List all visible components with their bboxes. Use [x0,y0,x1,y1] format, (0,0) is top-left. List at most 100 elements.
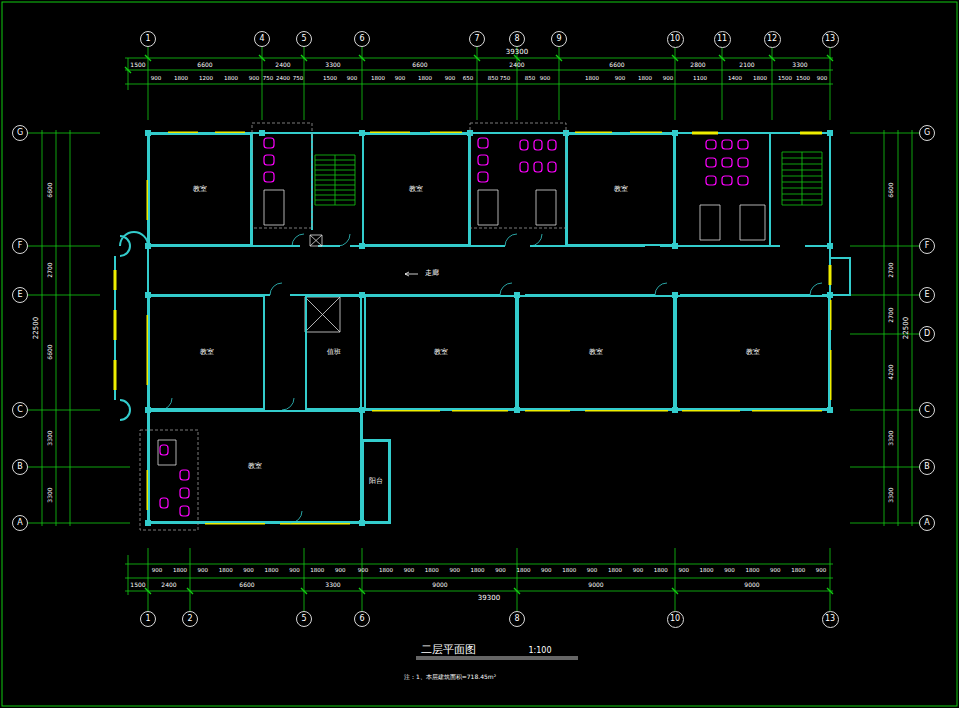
dimension-text: 3300 [888,430,894,445]
dimension-text: 1800 [745,568,759,574]
dimension-text: 1800 [379,568,393,574]
room-name: 教室 [193,186,207,193]
dimension-text: 1800 [173,568,187,574]
dimension-text: 900 [678,568,689,574]
dimension-text: 1800 [219,568,233,574]
grid-axis-bubble: 6 [354,611,370,627]
axis-label: 10 [670,35,680,43]
grid-axis-bubble: 9 [551,31,567,47]
dimension-text: 1800 [310,568,324,574]
dimension-text: 900 [587,568,598,574]
dimension-text: 1800 [562,568,576,574]
axis-label: 8 [514,35,519,43]
dimension-text: 2400 [276,76,290,82]
dimension-text: 900 [395,76,406,82]
dimension-text: 2700 [888,307,894,322]
grid-axis-bubble: 13 [822,31,839,48]
axis-label: 2 [187,615,192,623]
dimension-text: 6600 [47,344,53,359]
grid-axis-bubble: F [12,238,28,254]
room-outline: 阳台 [362,440,390,523]
dimension-text: 9000 [432,582,447,588]
axis-label: 13 [825,35,835,43]
dimension-text: 2400 [275,62,290,68]
dimension-text: 900 [404,568,415,574]
room-name: 教室 [434,349,448,356]
room-outline: 教室 [566,133,675,246]
grid-axis-bubble: 1 [140,31,156,47]
dimension-text: 650 [463,76,474,82]
axis-label: F [18,242,23,250]
corridor-label: 走廊 [425,270,439,277]
scale-label: 1:100 [528,647,551,655]
room-name: 教室 [589,349,603,356]
grid-axis-bubble: 2 [182,611,198,627]
dimension-text: 3300 [792,62,807,68]
axis-label: A [17,519,22,527]
axis-label: 9 [556,35,561,43]
dimension-text: 1800 [608,568,622,574]
dimension-text: 6600 [47,182,53,197]
dimension-text: 9000 [588,582,603,588]
grid-axis-bubble: 10 [667,31,684,48]
dimension-text: 900 [445,76,456,82]
dimension-text: 900 [541,568,552,574]
dimension-text: 1800 [585,76,599,82]
dimension-text: 750 [293,76,304,82]
room-name: 教室 [200,349,214,356]
dimension-text: 900 [289,568,300,574]
dimension-text: 900 [663,76,674,82]
room-outline: 教室 [362,133,470,246]
dimension-text: 1800 [654,568,668,574]
room-name: 教室 [746,349,760,356]
dimension-text: 2800 [690,62,705,68]
dimension-text: 900 [449,568,460,574]
room-outline: 教室 [148,295,265,410]
room-outline: 教室 [148,410,362,523]
room-name: 值班 [327,349,341,356]
axis-label: 1 [145,615,150,623]
dimension-text: 1800 [471,568,485,574]
dimension-text: 900 [152,568,163,574]
dimension-text: 3300 [47,430,53,445]
dimension-text: 900 [770,568,781,574]
grid-axis-bubble: 13 [822,611,839,628]
axis-label: C [924,406,930,414]
grid-axis-bubble: 7 [469,31,485,47]
axis-label: G [924,129,930,137]
dimension-text: 900 [633,568,644,574]
dimension-text: 750 [263,76,274,82]
area-note: 注：1、本层建筑面积=718.45m² [404,674,496,680]
dimension-text: 900 [335,568,346,574]
dimension-text: 1400 [728,76,742,82]
dimension-text: 6600 [239,582,254,588]
dimension-text: 1800 [224,76,238,82]
dimension-text: 1500 [323,76,337,82]
grid-axis-bubble: A [919,515,935,531]
dimension-text: 850 [488,76,499,82]
dimension-text: 900 [347,76,358,82]
axis-label: 11 [717,35,727,43]
dimension-text: 750 [500,76,511,82]
dimension-text: 1500 [796,76,810,82]
grid-axis-bubble: B [919,459,935,475]
dimension-text: 1800 [700,568,714,574]
dimension-text: 1500 [130,582,145,588]
dimension-text: 22500 [903,317,910,339]
axis-label: 6 [359,35,364,43]
grid-axis-bubble: 8 [509,611,525,627]
dimension-text: 1200 [199,76,213,82]
axis-label: 12 [767,35,777,43]
axis-label: 8 [514,615,519,623]
dimension-text: 2400 [161,582,176,588]
dimension-text: 1100 [693,76,707,82]
room-outline: 教室 [148,133,252,246]
grid-axis-bubble: A [12,515,28,531]
dimension-text: 900 [495,568,506,574]
axis-label: G [17,129,23,137]
dimension-text: 900 [243,568,254,574]
grid-axis-bubble: B [12,459,28,475]
grid-axis-bubble: F [919,238,935,254]
axis-label: E [924,291,929,299]
grid-axis-bubble: 5 [296,31,312,47]
